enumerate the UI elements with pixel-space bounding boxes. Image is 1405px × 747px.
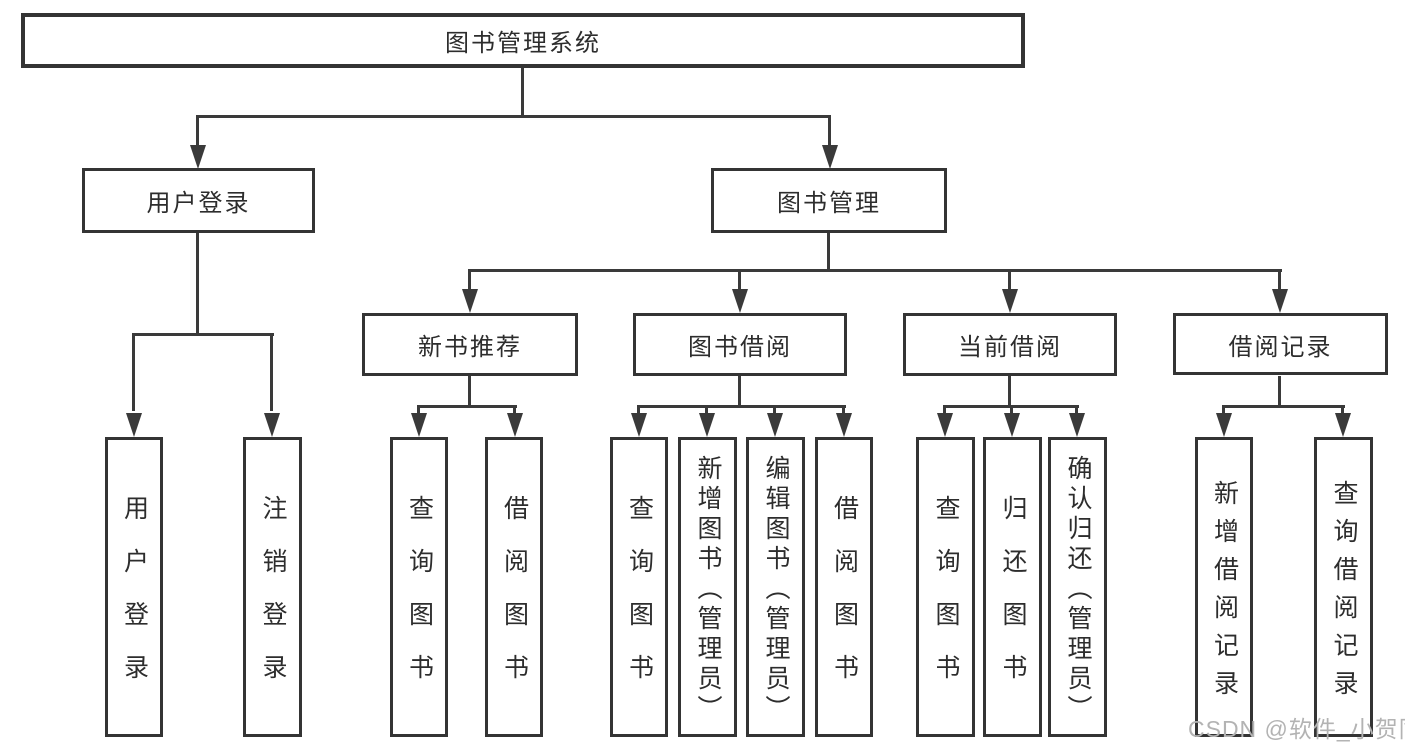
arrow-to-nb-borrow xyxy=(507,413,523,437)
node-current-borrow: 当前借阅 xyxy=(903,313,1117,376)
node-current-borrow-label: 当前借阅 xyxy=(958,334,1062,361)
node-new-book: 新书推荐 xyxy=(362,313,578,376)
leaf-nb-query-books: 查询图书 xyxy=(390,437,448,737)
connector-root-hbar xyxy=(196,115,831,118)
arrow-to-cb-return xyxy=(1004,413,1020,437)
leaf-br-query-record: 查询借阅记录 xyxy=(1314,437,1373,737)
connector-logout-leaf-drop xyxy=(270,333,273,411)
leaf-bb-query-books-label: 查询图书 xyxy=(625,495,654,707)
leaf-logout: 注销登录 xyxy=(243,437,302,737)
connector-book-borrow-stem xyxy=(738,376,741,408)
connector-br-query-drop xyxy=(1341,405,1344,416)
connector-bb-borrow-drop xyxy=(842,405,845,416)
leaf-cb-query-books: 查询图书 xyxy=(916,437,975,737)
connector-borrow-records-drop xyxy=(1278,269,1281,293)
arrow-to-cb-query xyxy=(937,413,953,437)
leaf-bb-edit-books-admin-label: 编辑图书（管理员） xyxy=(762,454,790,725)
arrow-to-cb-confirm xyxy=(1069,413,1085,437)
leaf-cb-return-books: 归还图书 xyxy=(983,437,1042,737)
leaf-cb-confirm-return-admin-label: 确认归还（管理员） xyxy=(1064,454,1092,725)
connector-user-login-stem xyxy=(196,233,199,336)
connector-book-mgmt-drop xyxy=(828,115,831,147)
connector-new-book-drop xyxy=(468,269,471,293)
leaf-br-add-record: 新增借阅记录 xyxy=(1195,437,1253,737)
connector-current-borrow-stem xyxy=(1008,376,1011,408)
node-borrow-records: 借阅记录 xyxy=(1173,313,1388,375)
connector-user-login-hbar xyxy=(132,333,274,336)
connector-bb-edit-drop xyxy=(773,405,776,416)
connector-new-book-hbar xyxy=(417,405,517,408)
arrow-to-new-book xyxy=(462,289,478,313)
connector-book-mgmt-stem xyxy=(827,233,830,272)
arrow-to-br-add xyxy=(1216,413,1232,437)
node-book-mgmt-label: 图书管理 xyxy=(777,190,881,217)
leaf-bb-borrow-books-label: 借阅图书 xyxy=(830,495,859,707)
connector-new-book-stem xyxy=(468,376,471,408)
connector-book-borrow-hbar xyxy=(637,405,846,408)
leaf-cb-confirm-return-admin: 确认归还（管理员） xyxy=(1048,437,1107,737)
arrow-to-br-query xyxy=(1335,413,1351,437)
arrow-to-login-leaf xyxy=(126,413,142,437)
leaf-nb-query-books-label: 查询图书 xyxy=(405,495,434,707)
node-book-borrow: 图书借阅 xyxy=(633,313,847,376)
arrow-to-bb-edit xyxy=(767,413,783,437)
arrow-to-bb-query xyxy=(631,413,647,437)
node-book-mgmt: 图书管理 xyxy=(711,168,947,233)
connector-bb-add-drop xyxy=(705,405,708,416)
node-book-borrow-label: 图书借阅 xyxy=(688,334,792,361)
connector-br-add-drop xyxy=(1222,405,1225,416)
connector-book-borrow-drop xyxy=(738,269,741,293)
node-new-book-label: 新书推荐 xyxy=(418,334,522,361)
node-user-login: 用户登录 xyxy=(82,168,315,233)
node-borrow-records-label: 借阅记录 xyxy=(1228,333,1333,361)
leaf-br-add-record-label: 新增借阅记录 xyxy=(1210,479,1239,708)
leaf-user-login: 用户登录 xyxy=(105,437,163,737)
connector-nb-query-drop xyxy=(417,405,420,416)
leaf-logout-label: 注销登录 xyxy=(259,495,287,707)
arrow-to-book-borrow xyxy=(732,289,748,313)
arrow-to-borrow-records xyxy=(1272,289,1288,313)
connector-current-borrow-drop xyxy=(1008,269,1011,293)
node-root-label: 图书管理系统 xyxy=(445,30,601,57)
leaf-br-query-record-label: 查询借阅记录 xyxy=(1330,479,1358,708)
arrow-to-current-borrow xyxy=(1002,289,1018,313)
arrow-to-logout-leaf xyxy=(264,413,280,437)
leaf-nb-borrow-books-label: 借阅图书 xyxy=(500,495,529,707)
arrow-to-user-login xyxy=(190,145,206,169)
leaf-bb-add-books-admin-label: 新增图书（管理员） xyxy=(694,454,722,725)
leaf-cb-query-books-label: 查询图书 xyxy=(932,495,960,707)
connector-nb-borrow-drop xyxy=(513,405,516,416)
leaf-cb-return-books-label: 归还图书 xyxy=(999,495,1027,707)
leaf-bb-borrow-books: 借阅图书 xyxy=(815,437,873,737)
node-root: 图书管理系统 xyxy=(21,13,1025,68)
connector-cb-query-drop xyxy=(943,405,946,416)
leaf-nb-borrow-books: 借阅图书 xyxy=(485,437,543,737)
connector-cb-confirm-drop xyxy=(1075,405,1078,416)
connector-cb-return-drop xyxy=(1010,405,1013,416)
connector-borrow-records-hbar xyxy=(1222,405,1345,408)
node-user-login-label: 用户登录 xyxy=(146,190,251,217)
connector-book-mgmt-hbar xyxy=(468,269,1282,272)
leaf-bb-query-books: 查询图书 xyxy=(610,437,668,737)
connector-root-stem xyxy=(521,68,524,118)
csdn-watermark: CSDN @软件_小贺同学 xyxy=(1188,716,1405,742)
connector-borrow-records-stem xyxy=(1278,376,1281,408)
arrow-to-bb-add xyxy=(699,413,715,437)
connector-user-login-drop xyxy=(196,115,199,147)
arrow-to-bb-borrow xyxy=(836,413,852,437)
arrow-to-nb-query xyxy=(411,413,427,437)
leaf-bb-edit-books-admin: 编辑图书（管理员） xyxy=(746,437,805,737)
leaf-bb-add-books-admin: 新增图书（管理员） xyxy=(678,437,737,737)
arrow-to-book-mgmt xyxy=(822,145,838,169)
connector-bb-query-drop xyxy=(637,405,640,416)
connector-login-leaf-drop xyxy=(132,333,135,411)
leaf-user-login-label: 用户登录 xyxy=(120,495,149,707)
